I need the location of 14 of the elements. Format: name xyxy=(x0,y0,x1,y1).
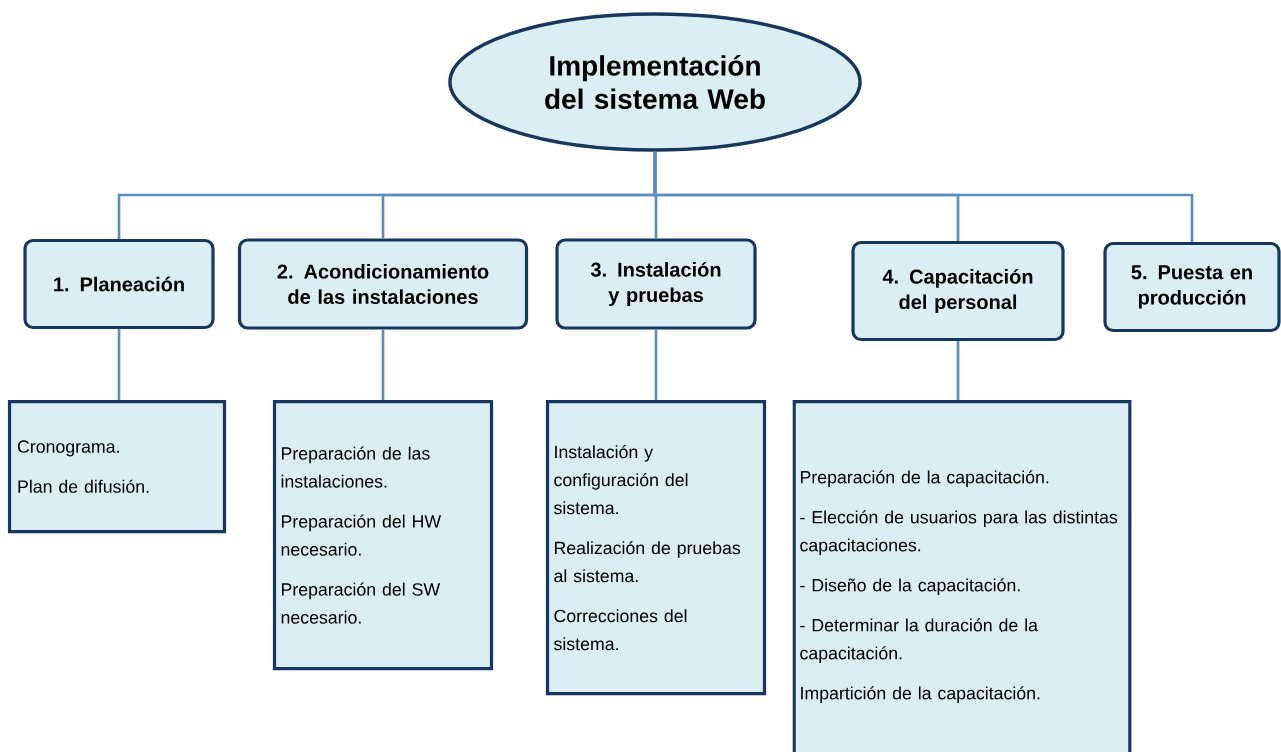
phase-box: 5. Puesta en producción xyxy=(1103,241,1281,333)
task-box: Preparación de las instalaciones. Preparación del HW necesario. Preparación del SW necesario. xyxy=(272,400,494,671)
phase-box: 1. Planeación xyxy=(23,238,215,330)
connector-line xyxy=(956,341,960,400)
task-box: Cronograma. Plan de difusión. xyxy=(7,400,227,534)
task-box: Instalación y configuración del sistema. Realización de pruebas al sistema. Correcciones del sistema. xyxy=(545,400,767,696)
connector-line xyxy=(653,151,1194,242)
connector-line xyxy=(654,329,658,400)
phase-box: 4. Capacitación del personal xyxy=(851,240,1065,342)
connector-line xyxy=(117,329,121,400)
phase-box: 3. Instalación y pruebas xyxy=(555,238,757,330)
connector-line xyxy=(381,329,385,400)
task-box: Preparación de la capacitación. - Elección de usuarios para las distintas capacitaciones. - Diseño de la capacitación. - Determinar la duración de la capacitación. Impartición de la capacitación. xyxy=(792,400,1132,752)
phase-box: 2. Acondicionamiento de las instalaciones xyxy=(237,238,529,330)
